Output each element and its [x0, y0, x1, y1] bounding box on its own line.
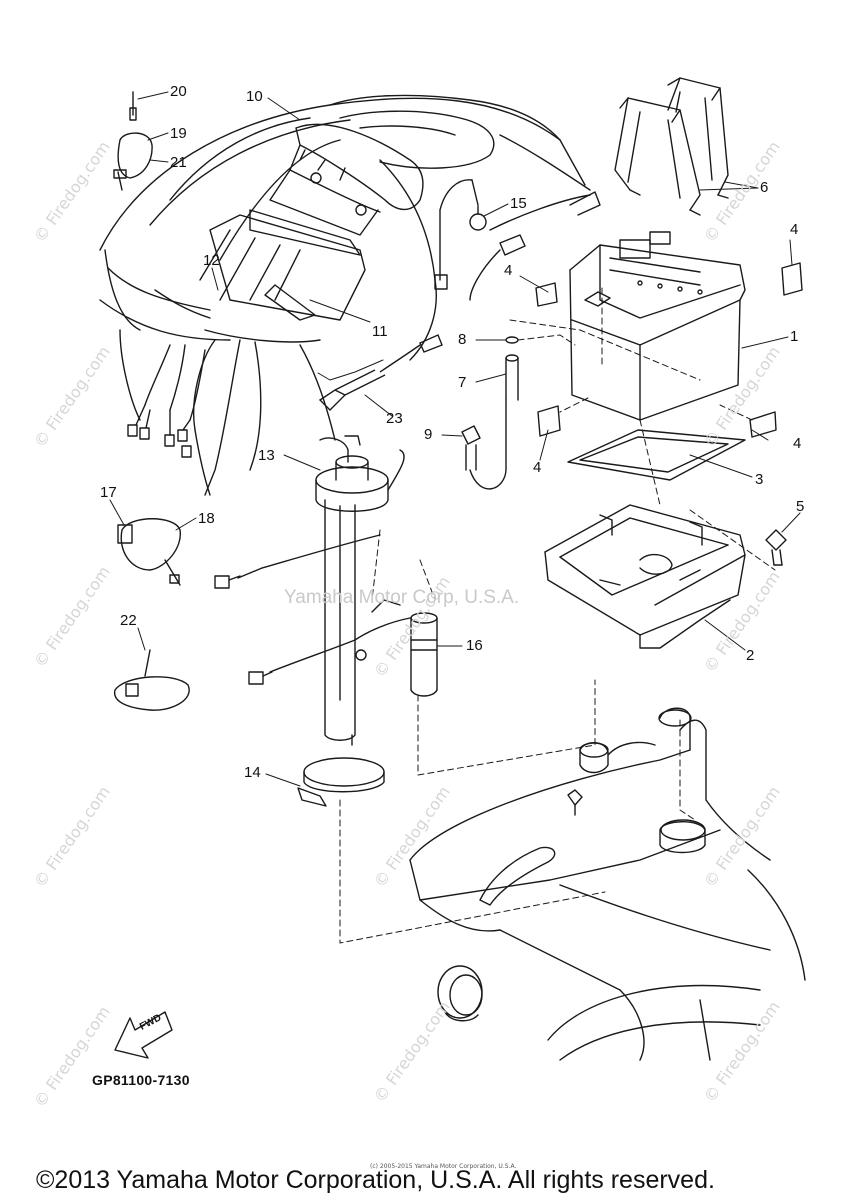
callout-17: 17: [100, 484, 117, 501]
part-code: GP81100-7130: [92, 1072, 190, 1088]
callout-6: 6: [760, 179, 769, 196]
callout-21: 21: [170, 154, 187, 171]
callout-20: 20: [170, 83, 187, 100]
assembly-lines: [339, 287, 776, 944]
callout-1: 1: [790, 328, 799, 345]
copyright-notice: ©2013 Yamaha Motor Corporation, U.S.A. A…: [36, 1166, 715, 1194]
connector-23: [318, 334, 443, 411]
callout-4-bottom-left: 4: [533, 459, 542, 476]
callout-19: 19: [170, 125, 187, 142]
tie-22: [114, 649, 190, 711]
battery-box-2: [544, 504, 746, 649]
clamp-17-18: [117, 518, 181, 586]
callout-9: 9: [424, 426, 433, 443]
console-10: [199, 123, 424, 321]
callout-4-top-left: 4: [504, 262, 513, 279]
battery-straps-6: [614, 77, 729, 216]
callout-8: 8: [458, 331, 467, 348]
callout-18: 18: [198, 510, 215, 527]
bolt-5: [765, 529, 787, 566]
battery-1: [569, 231, 746, 421]
callout-22: 22: [120, 612, 137, 629]
sensor-16: [248, 599, 438, 697]
callout-11: 11: [372, 323, 388, 340]
fuse-holder-19-20-21: [113, 91, 153, 191]
callout-16: 16: [466, 637, 483, 654]
fuel-sender-13: [214, 435, 405, 746]
callout-13: 13: [258, 447, 275, 464]
clamp-14: [297, 757, 385, 807]
leader-lines: [109, 91, 801, 787]
vent-hose-7-8-9: [461, 336, 519, 490]
callout-4-top-right: 4: [790, 221, 799, 238]
callout-3: 3: [755, 471, 764, 488]
callout-5: 5: [796, 498, 805, 515]
sensor-15: [434, 179, 601, 301]
center-watermark: Yamaha Motor Corp, U.S.A.: [284, 587, 520, 608]
deck-assembly: [409, 707, 806, 1061]
callout-4-bottom-right: 4: [793, 435, 802, 452]
fwd-arrow: [114, 1011, 173, 1059]
callout-10: 10: [246, 88, 263, 105]
battery-pad-3: [567, 429, 746, 481]
harness-connectors: [127, 344, 206, 458]
callout-15: 15: [510, 195, 527, 212]
stickers-4: [535, 262, 803, 438]
callout-7: 7: [458, 374, 467, 391]
callout-14: 14: [244, 764, 261, 781]
fine-print-copyright: (c) 2005-2015 Yamaha Motor Corporation, …: [370, 1163, 517, 1170]
fuel-cap: [437, 965, 483, 1022]
callout-2: 2: [746, 647, 755, 664]
callout-12: 12: [203, 252, 220, 269]
callout-23: 23: [386, 410, 403, 427]
